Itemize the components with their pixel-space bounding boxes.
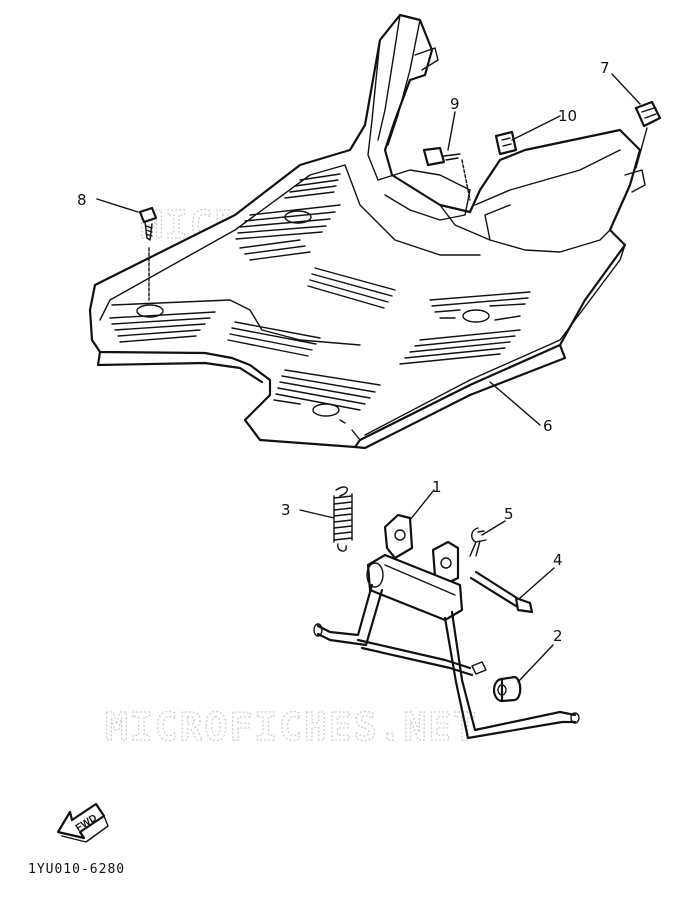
watermark-bottom: MICROFICHES.NET — [105, 705, 478, 749]
callout-7: 7 — [600, 59, 610, 77]
floor-ribs — [109, 173, 531, 424]
callout-4: 4 — [553, 551, 563, 569]
main-stand — [313, 513, 580, 740]
callout-5: 5 — [504, 505, 514, 523]
footboard-panel — [88, 13, 646, 450]
callout-3: 3 — [281, 501, 291, 519]
part-9-screw — [422, 146, 471, 201]
part-7-clip-nut — [634, 100, 662, 128]
callout-9: 9 — [450, 95, 460, 113]
diagram-code: 1YU010-6280 — [28, 862, 125, 877]
fwd-arrow-icon: FWD — [56, 802, 109, 843]
part-10-clip — [494, 130, 518, 156]
callout-8: 8 — [77, 191, 87, 209]
part-3-spring — [333, 486, 353, 552]
part-8-screw — [138, 206, 158, 301]
leader-lines — [96, 73, 648, 683]
callout-10: 10 — [558, 107, 577, 125]
part-2-bushing — [492, 675, 522, 703]
callout-2: 2 — [553, 627, 563, 645]
callout-6: 6 — [543, 417, 553, 435]
part-5-cotter-pin — [469, 527, 487, 557]
callout-1: 1 — [432, 478, 442, 496]
part-4-pin — [469, 570, 534, 614]
